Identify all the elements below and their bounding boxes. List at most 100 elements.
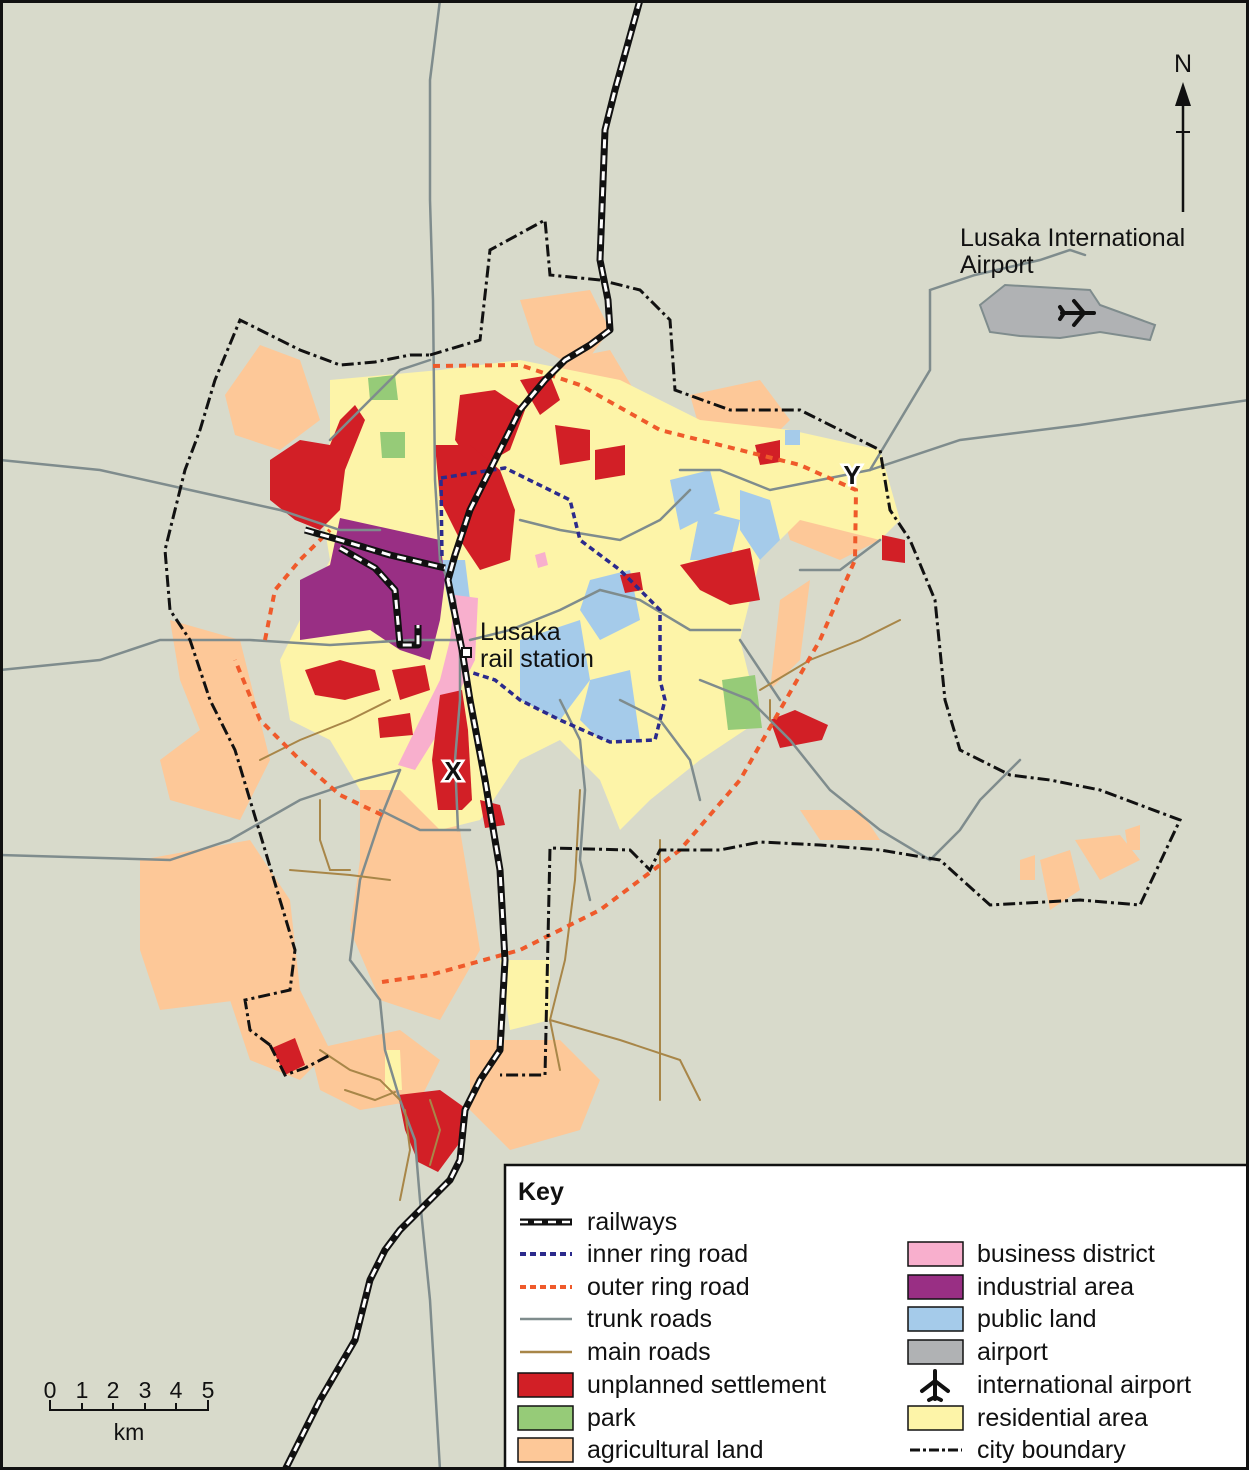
trunk-road — [868, 398, 1249, 472]
unplanned-settlement — [270, 405, 365, 530]
main-road — [549, 1019, 701, 1101]
unplanned-settlement — [882, 535, 905, 563]
main-road — [344, 1089, 396, 1102]
trunk-road — [738, 638, 782, 702]
outer-ring-road — [233, 362, 859, 984]
trunk-road — [468, 588, 742, 642]
legend-label: international airport — [977, 1371, 1191, 1399]
scale-tick-label: 2 — [107, 1377, 120, 1403]
park — [380, 432, 405, 458]
point-x-label: X — [444, 756, 462, 786]
station-label-line1: Lusaka — [480, 618, 561, 646]
legend-label: residential area — [977, 1404, 1148, 1432]
public-land — [785, 430, 800, 445]
legend-airport-swatch — [907, 1339, 964, 1365]
main-road — [429, 1099, 442, 1166]
legend: Key railways inner ring road outer ring … — [503, 1163, 1249, 1470]
north-arrowhead-icon — [1175, 82, 1191, 106]
industrial-areas — [300, 518, 445, 660]
industrial-area — [300, 518, 445, 660]
legend-park-swatch — [517, 1405, 574, 1431]
point-y-halo: Y — [843, 460, 860, 490]
unplanned-settlement — [432, 690, 472, 810]
park — [722, 675, 762, 730]
unplanned-settlement — [555, 425, 590, 465]
legend-public-swatch — [907, 1306, 964, 1332]
point-y: Y Y — [841, 458, 863, 493]
main-road — [319, 799, 351, 871]
trunk-road — [348, 768, 442, 1470]
legend-residential-swatch — [907, 1405, 964, 1431]
main-road — [319, 1049, 401, 1101]
legend-business-swatch — [907, 1241, 964, 1267]
north-arrow: N — [1174, 50, 1192, 212]
trunk-road — [868, 248, 1087, 472]
public-land — [690, 510, 740, 560]
legend-label: trunk roads — [587, 1305, 712, 1333]
trunk-road — [678, 468, 872, 492]
scale-tick-label: 4 — [170, 1377, 183, 1403]
legend-box — [503, 1163, 1249, 1470]
legend-label: agricultural land — [587, 1436, 764, 1464]
unplanned-settlement — [680, 548, 760, 605]
railways — [281, 0, 644, 1470]
agri-area — [800, 810, 880, 840]
trunk-road — [618, 698, 702, 802]
business-district-area — [535, 552, 548, 568]
legend-label: main roads — [587, 1338, 711, 1366]
agri-area — [225, 345, 320, 450]
unplanned-settlement — [305, 660, 380, 700]
legend-airplane-icon — [920, 1369, 950, 1402]
main-road — [259, 699, 391, 761]
railway-line-dash — [283, 0, 642, 1470]
airplane-icon — [1058, 299, 1096, 327]
inner-ring-road — [439, 466, 667, 744]
public-land — [740, 490, 780, 560]
main-road — [289, 869, 391, 881]
airport-label-line1: Lusaka International — [960, 224, 1185, 252]
scale-tick-label: 1 — [76, 1377, 89, 1403]
agri-area — [140, 840, 300, 1010]
station-label-line2: rail station — [480, 645, 594, 673]
legend-label: city boundary — [977, 1436, 1126, 1464]
unplanned-settlement — [755, 440, 780, 465]
trunk-road — [0, 458, 382, 532]
city-boundary — [163, 217, 1183, 1077]
unplanned-settlement — [378, 713, 413, 738]
agri-area — [230, 990, 330, 1080]
agri-area — [1020, 855, 1035, 880]
agri-area — [310, 1030, 440, 1110]
scale-bar-line — [49, 1400, 209, 1411]
scale-unit: km — [114, 1419, 145, 1445]
trunk-road — [378, 808, 462, 832]
main-road — [759, 619, 901, 691]
unplanned-settlement — [520, 375, 560, 415]
point-x: X X — [442, 754, 465, 789]
scale-tick-label: 3 — [139, 1377, 152, 1403]
agri-area — [770, 580, 810, 690]
trunk-road — [798, 538, 882, 572]
point-x-halo: X — [444, 756, 462, 786]
agri-area — [1075, 835, 1140, 880]
residential-area — [500, 960, 550, 1030]
unplanned-settlement — [392, 665, 430, 700]
agri-area — [470, 1040, 600, 1150]
legend-label: industrial area — [977, 1273, 1134, 1301]
trunk-road — [0, 768, 402, 862]
legend-label: inner ring road — [587, 1240, 748, 1268]
agri-area — [1125, 825, 1140, 850]
legend-title: Key — [518, 1178, 564, 1206]
agri-area — [1040, 850, 1080, 910]
airport-label-line2: Airport — [960, 251, 1034, 279]
legend-label: outer ring road — [587, 1273, 750, 1301]
trunk-road — [0, 638, 462, 672]
legend-label: airport — [977, 1338, 1048, 1366]
public-land — [580, 670, 640, 740]
unplanned-settlement — [770, 710, 828, 748]
legend-left-symbols — [517, 1218, 574, 1463]
legend-industrial-swatch — [907, 1274, 964, 1300]
legend-label: unplanned settlement — [587, 1371, 826, 1399]
trunk-road — [328, 358, 432, 442]
